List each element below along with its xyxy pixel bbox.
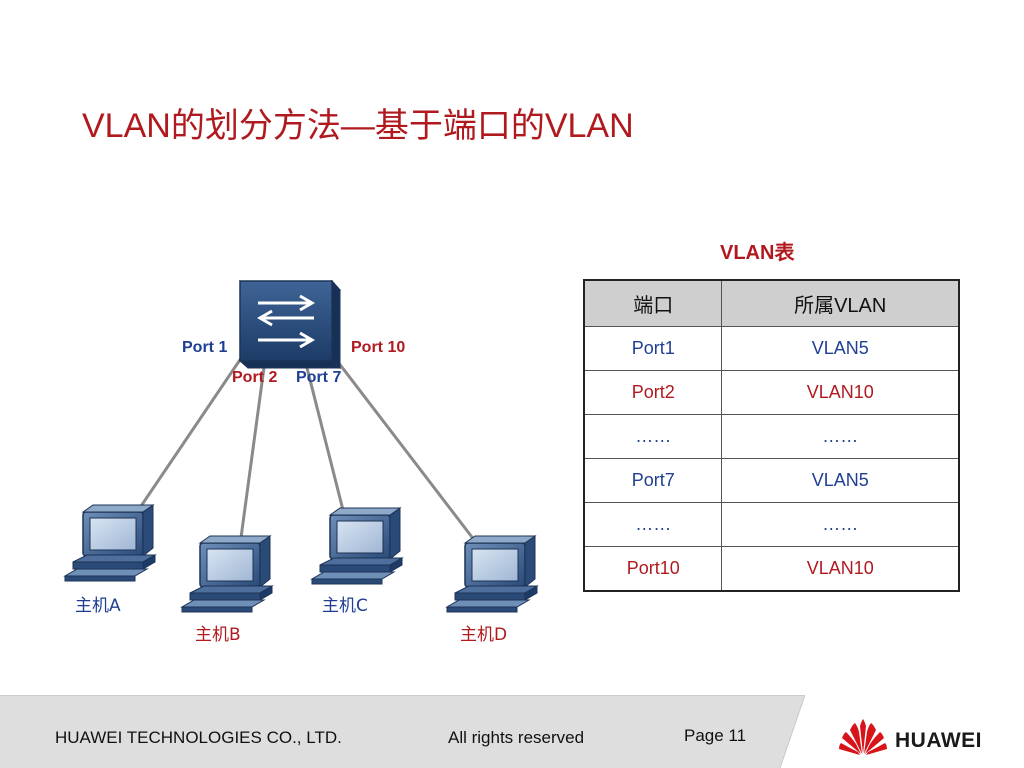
huawei-logo-icon [839, 719, 887, 755]
table-cell-port: …… [583, 414, 723, 459]
vlan-table-title: VLAN表 [720, 242, 795, 264]
table-cell-port: Port7 [583, 458, 723, 503]
table-cell-port: Port10 [583, 546, 723, 592]
host-d-computer-icon [446, 535, 538, 613]
table-cell-port: Port1 [583, 326, 723, 371]
port-7-label: Port 7 [296, 369, 341, 386]
table-cell-vlan: VLAN5 [721, 458, 960, 503]
table-row: Port2 VLAN10 [583, 370, 960, 415]
huawei-logo-text: HUAWEI [895, 729, 982, 752]
table-cell-vlan: VLAN5 [721, 326, 960, 371]
port-10-label: Port 10 [351, 339, 405, 356]
footer-company: HUAWEI TECHNOLOGIES CO., LTD. [55, 728, 342, 747]
footer-rights: All rights reserved [448, 728, 585, 747]
table-row: Port10 VLAN10 [583, 546, 960, 592]
table-row: …… …… [583, 502, 960, 547]
table-row: Port1 VLAN5 [583, 326, 960, 371]
host-a-label: 主机A [75, 596, 121, 616]
footer-divider [0, 695, 1024, 696]
host-b-computer-icon [181, 535, 273, 613]
port-2-label: Port 2 [232, 369, 277, 386]
table-cell-port: …… [583, 502, 723, 547]
column-header-vlan: 所属VLAN [721, 279, 960, 327]
table-row: …… …… [583, 414, 960, 459]
slide-title: VLAN的划分方法—基于端口的VLAN [82, 107, 634, 145]
host-a-computer-icon [64, 504, 156, 582]
port-1-label: Port 1 [182, 339, 227, 356]
vlan-table: 端口 所属VLAN Port1 VLAN5 Port2 VLAN10 …… ……… [583, 279, 960, 592]
link-port2-host-b [238, 359, 267, 546]
table-header-row: 端口 所属VLAN [583, 279, 960, 327]
table-cell-port: Port2 [583, 370, 723, 415]
switch-icon [238, 279, 342, 370]
host-b-label: 主机B [195, 625, 241, 645]
host-c-label: 主机C [322, 596, 368, 616]
host-d-label: 主机D [460, 625, 507, 645]
link-port10-host-d [323, 344, 480, 546]
link-port7-host-c [303, 359, 347, 519]
footer-logo-area [805, 695, 1024, 768]
table-cell-vlan: VLAN10 [721, 370, 960, 415]
table-cell-vlan: …… [721, 414, 960, 459]
table-row: Port7 VLAN5 [583, 458, 960, 503]
host-c-computer-icon [311, 507, 403, 585]
footer-page-number: Page 11 [684, 726, 747, 745]
table-cell-vlan: …… [721, 502, 960, 547]
link-port1-host-a [133, 344, 252, 516]
column-header-port: 端口 [583, 279, 723, 327]
table-cell-vlan: VLAN10 [721, 546, 960, 592]
